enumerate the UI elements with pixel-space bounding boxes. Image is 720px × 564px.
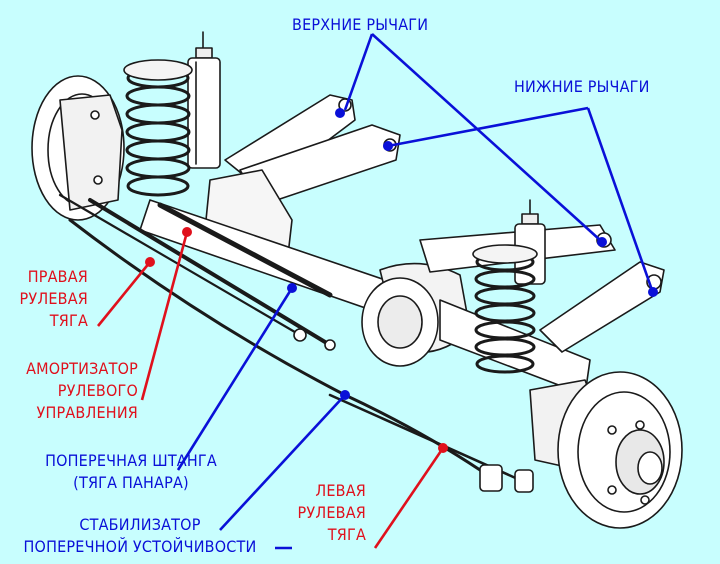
label-stabilizer-line2: ПОПЕРЕЧНОЙ УСТОЙЧИВОСТИ (23, 537, 257, 556)
label-lower-arms-line1: НИЖНИЕ РЫЧАГИ (514, 77, 650, 96)
left-coil-spring (474, 252, 536, 374)
label-stabilizer-line1: СТАБИЛИЗАТОР (79, 515, 201, 534)
steering-damper-line (88, 198, 332, 347)
label-left-tie-rod: ЛЕВАЯ РУЛЕВАЯ ТЯГА (280, 480, 366, 546)
label-upper-arms: ВЕРХНИЕ РЫЧАГИ (292, 14, 428, 36)
stabilizer-leader (219, 394, 346, 531)
label-panhard-rod-line2: (ТЯГА ПАНАРА) (73, 473, 189, 492)
label-right-tie-rod-line3: ТЯГА (49, 311, 88, 330)
label-left-tie-rod-line1: ЛЕВАЯ (315, 481, 366, 500)
panhard-rod-line (157, 202, 333, 298)
right-tie-rod-leader (96, 261, 152, 327)
damper-leader (140, 231, 189, 401)
right-tie-rod-line (58, 193, 302, 337)
label-right-tie-rod-line1: ПРАВАЯ (27, 267, 88, 286)
label-steering-damper-line1: АМОРТИЗАТОР (26, 359, 138, 378)
label-lower-arms: НИЖНИЕ РЫЧАГИ (514, 76, 650, 98)
panhard-leader (176, 287, 294, 471)
label-steering-damper-line2: РУЛЕВОГО (57, 381, 138, 400)
right-shock-absorber (187, 31, 221, 169)
label-left-tie-rod-line2: РУЛЕВАЯ (297, 503, 366, 522)
label-left-tie-rod-line3: ТЯГА (327, 525, 366, 544)
right-coil-spring (125, 67, 191, 197)
label-upper-arms-line1: ВЕРХНИЕ РЫЧАГИ (292, 15, 429, 34)
label-steering-damper-line3: УПРАВЛЕНИЯ (36, 403, 138, 422)
left-brake-disc (529, 371, 683, 529)
right-brake-disc (31, 75, 125, 221)
label-steering-damper: АМОРТИЗАТОР РУЛЕВОГО УПРАВЛЕНИЯ (10, 358, 138, 424)
upper-arm-leader-2 (371, 33, 601, 241)
label-stabilizer: СТАБИЛИЗАТОР ПОПЕРЕЧНОЙ УСТОЙЧИВОСТИ (4, 514, 276, 558)
upper-arm-leader-1 (343, 33, 374, 111)
label-right-tie-rod-line2: РУЛЕВАЯ (19, 289, 88, 308)
label-panhard-rod-line1: ПОПЕРЕЧНАЯ ШТАНГА (45, 451, 217, 470)
label-right-tie-rod: ПРАВАЯ РУЛЕВАЯ ТЯГА (10, 266, 88, 332)
left-tie-rod-leader (373, 447, 445, 549)
label-panhard-rod: ПОПЕРЕЧНАЯ ШТАНГА (ТЯГА ПАНАРА) (28, 450, 234, 494)
lower-arm-leader-2 (586, 107, 654, 291)
lower-arm-leader-1 (387, 106, 589, 148)
